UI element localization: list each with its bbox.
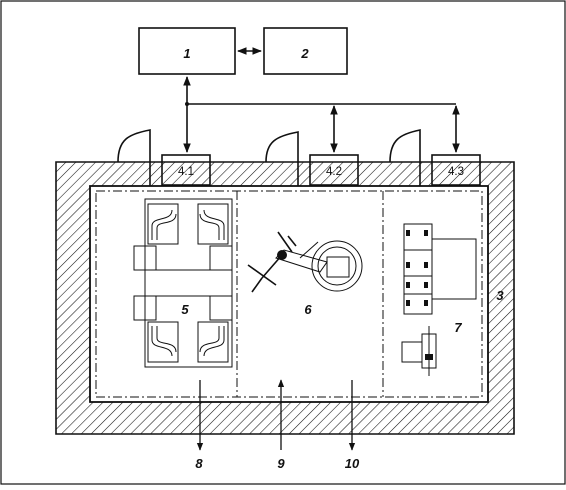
port-box-4-1: [161, 154, 211, 186]
label-8: 8: [195, 456, 203, 471]
bus-junction: [185, 102, 189, 106]
door-left: [117, 129, 151, 186]
robot-arm: [247, 231, 363, 293]
port-label-4-3: 4.3: [448, 166, 464, 178]
zone-7-label: 7: [454, 320, 462, 335]
block-1-label: 1: [183, 46, 190, 61]
door-middle: [265, 131, 299, 186]
port-box-4-2: [309, 154, 359, 186]
machine-unit: [403, 223, 477, 315]
block-2: [263, 27, 348, 75]
room-interior: [89, 185, 489, 403]
block-2-label: 2: [300, 46, 309, 61]
zone-6-label: 6: [304, 302, 312, 317]
wall-label: 3: [496, 288, 504, 303]
label-9: 9: [277, 456, 285, 471]
block-1: [138, 27, 236, 75]
zone-5-label: 5: [181, 302, 189, 317]
small-device: [401, 326, 437, 376]
fixture-table: [133, 198, 233, 368]
hatched-wall: [55, 161, 515, 435]
door-right: [389, 129, 421, 186]
port-label-4-1: 4.1: [178, 166, 194, 178]
working-area-boundary: [95, 190, 483, 398]
port-label-4-2: 4.2: [326, 166, 342, 178]
label-10: 10: [345, 456, 360, 471]
port-box-4-3: [431, 154, 481, 186]
